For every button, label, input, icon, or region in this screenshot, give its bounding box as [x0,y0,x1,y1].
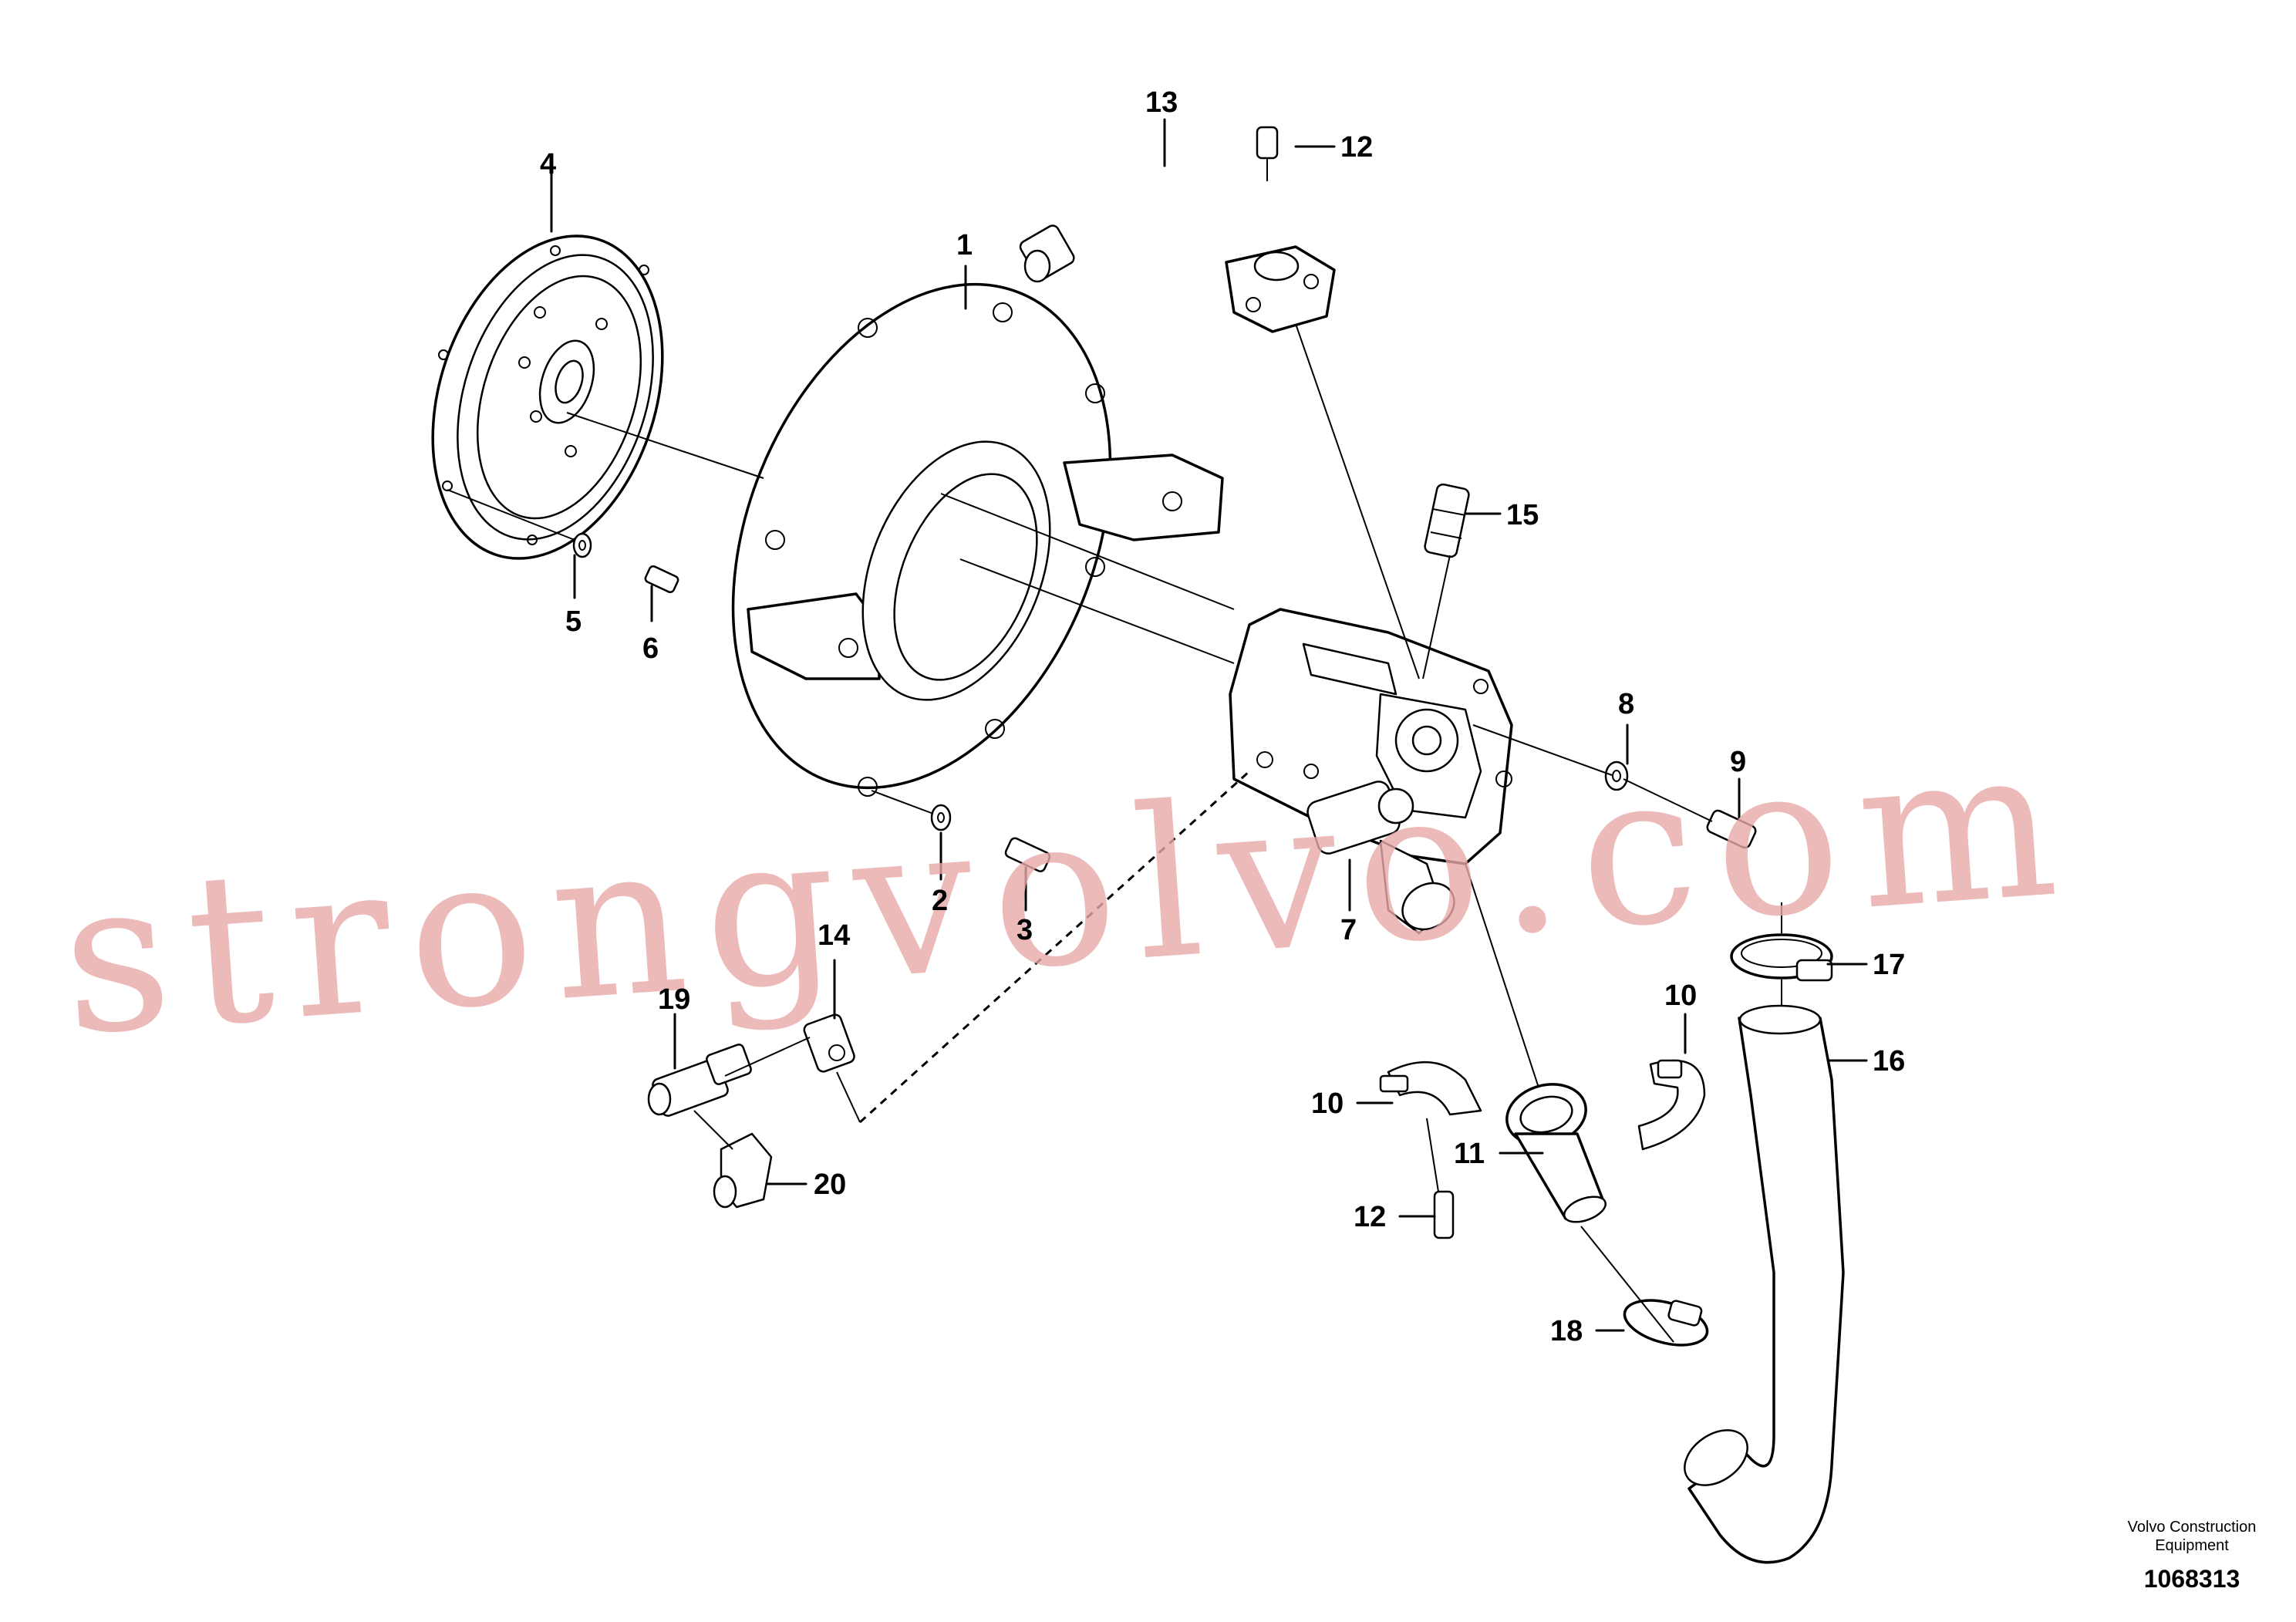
screw-12-top-part [1256,126,1279,181]
callout-15: 15 [1506,499,1539,531]
hose-clamp-17-part [1730,933,1833,982]
callout-16: 16 [1873,1045,1905,1077]
callout-3: 3 [1017,914,1033,946]
callout-labels: 4 1 13 12 15 5 6 8 9 2 3 7 14 17 10 19 1… [540,86,1905,1347]
callout-10-left: 10 [1311,1088,1344,1120]
suction-pipe-11-part [1505,1083,1607,1223]
tee-fitting-19-part [647,1044,752,1117]
hose-clamp-18-part [1623,1299,1709,1347]
washer-5-part [572,532,592,558]
callout-2: 2 [932,885,948,917]
callout-7: 7 [1340,914,1357,946]
callout-11: 11 [1454,1138,1485,1170]
callout-9: 9 [1730,746,1746,778]
callout-6: 6 [642,632,659,665]
clamp-10-right-part [1637,1059,1706,1151]
callout-10-right: 10 [1664,980,1697,1012]
callout-8: 8 [1618,688,1634,720]
callout-13: 13 [1145,86,1178,119]
callout-5: 5 [565,605,582,638]
adapter-housing-part [731,282,1224,797]
callout-20: 20 [814,1168,846,1201]
callout-17: 17 [1873,949,1905,981]
washer-8-part [1604,760,1629,791]
washer-2-part [930,804,952,831]
leader-lines [447,118,1868,1343]
brand-line-1: Volvo Construction [2128,1519,2257,1536]
sensor-15-part [1424,483,1470,558]
callout-18: 18 [1550,1315,1583,1347]
drawing-footer: Volvo Construction Equipment 1068313 [2128,1519,2257,1593]
screw-6-part [644,565,679,594]
screw-12-bottom-part [1433,1190,1455,1239]
fitting-14-part [803,1013,855,1073]
screw-9-part [1706,809,1757,849]
hose-16-part [1684,1004,1845,1564]
brand-line-2: Equipment [2155,1537,2229,1554]
screw-3-part [1004,837,1051,872]
coupling-disc-part [431,234,664,560]
callout-12-top: 12 [1340,131,1373,164]
callout-12-bottom: 12 [1354,1201,1386,1233]
pressure-tube-part [1019,178,1336,333]
elbow-fitting-20-part [713,1132,773,1209]
callout-4: 4 [540,148,556,180]
hydraulic-pump-part [1229,608,1513,935]
clamp-10-left-part [1379,1061,1482,1116]
callout-1: 1 [956,229,973,261]
drawing-number: 1068313 [2144,1565,2240,1593]
callout-19: 19 [658,983,690,1016]
callout-14: 14 [818,919,850,952]
